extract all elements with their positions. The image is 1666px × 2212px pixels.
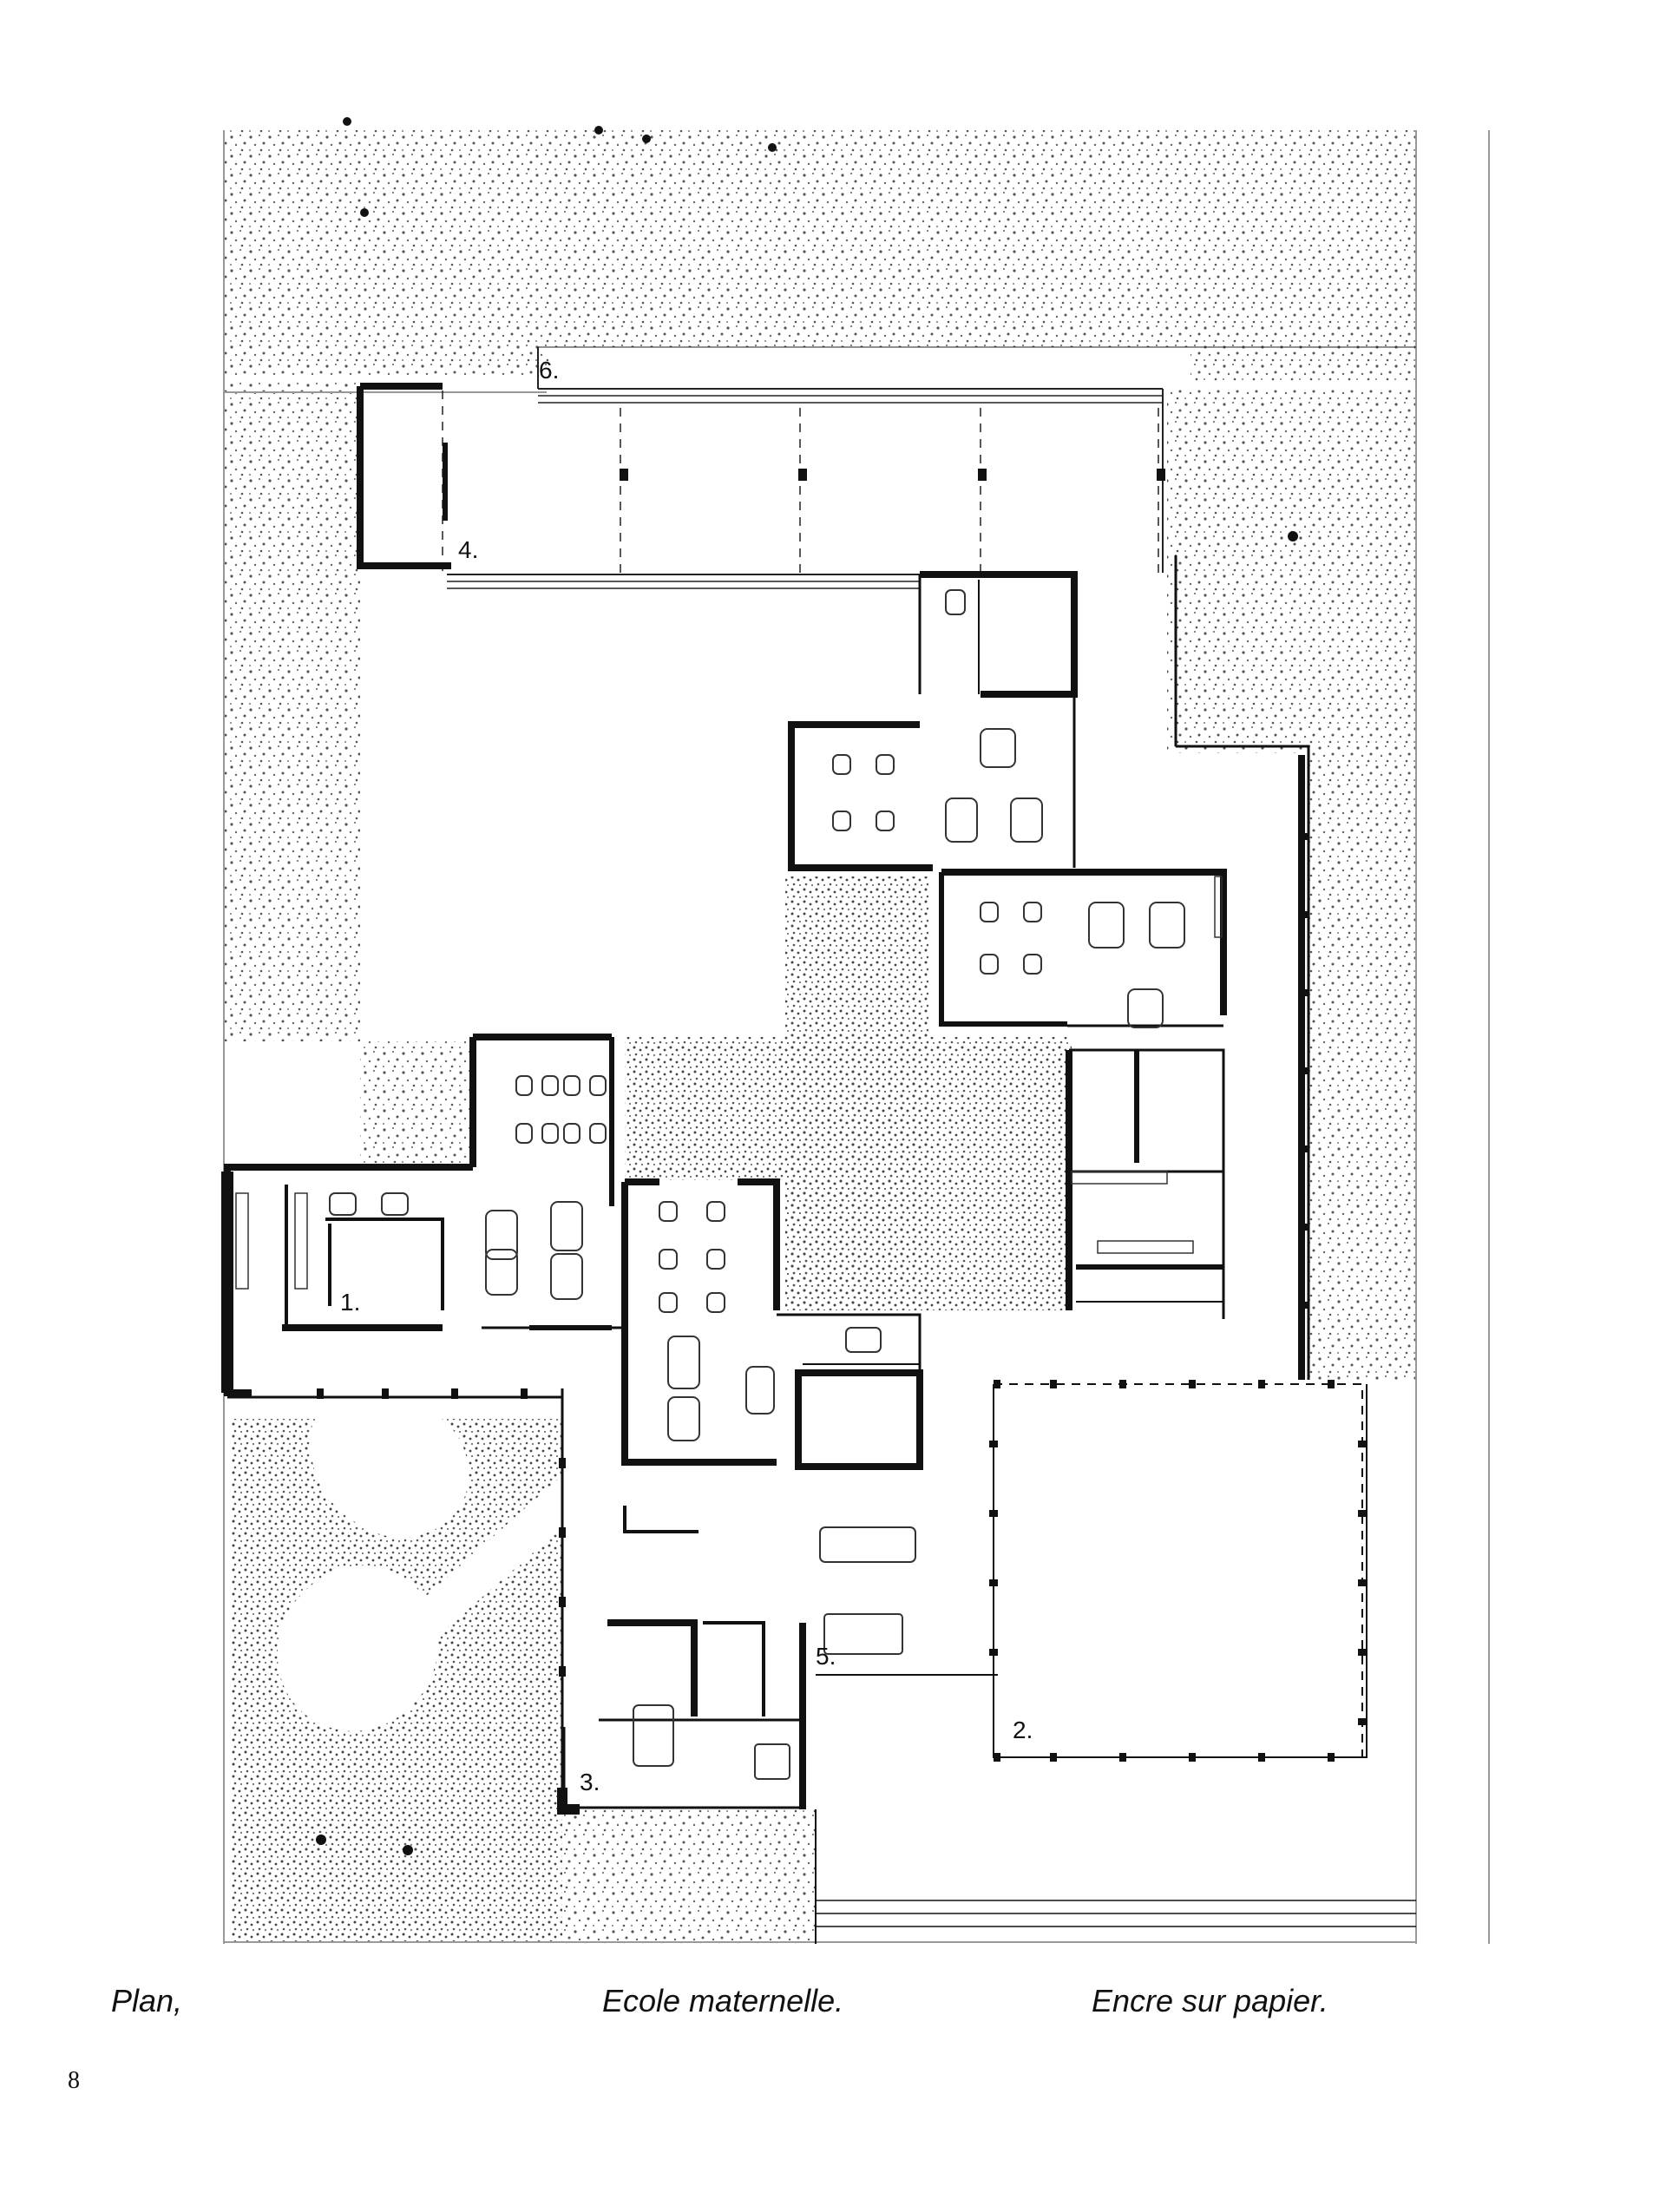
tree-markers: [316, 117, 1298, 1855]
frame-lines: [223, 130, 1490, 1944]
garden-paths: [224, 1400, 562, 1731]
label-4: 4.: [458, 536, 478, 563]
landscape-stipple: [224, 130, 1416, 1944]
label-6: 6.: [539, 357, 559, 384]
covered-walkway: [442, 346, 1416, 589]
columns: [317, 833, 1367, 1762]
plan-labels: 6. 4. 1. 5. 2. 3.: [340, 357, 1033, 1795]
pavilion-4: [357, 383, 451, 569]
furniture: [329, 589, 1185, 1780]
label-2: 2.: [1013, 1716, 1033, 1743]
caption-plan: Plan,: [111, 1983, 183, 2018]
caption-medium: Encre sur papier.: [1092, 1983, 1328, 2018]
label-1: 1.: [340, 1289, 360, 1316]
label-3: 3.: [580, 1769, 600, 1795]
label-5: 5.: [816, 1643, 836, 1670]
sanitary-fixtures: [235, 876, 1223, 1290]
caption-title: Ecole maternelle.: [602, 1983, 844, 2018]
page-number: 8: [68, 2067, 80, 2094]
